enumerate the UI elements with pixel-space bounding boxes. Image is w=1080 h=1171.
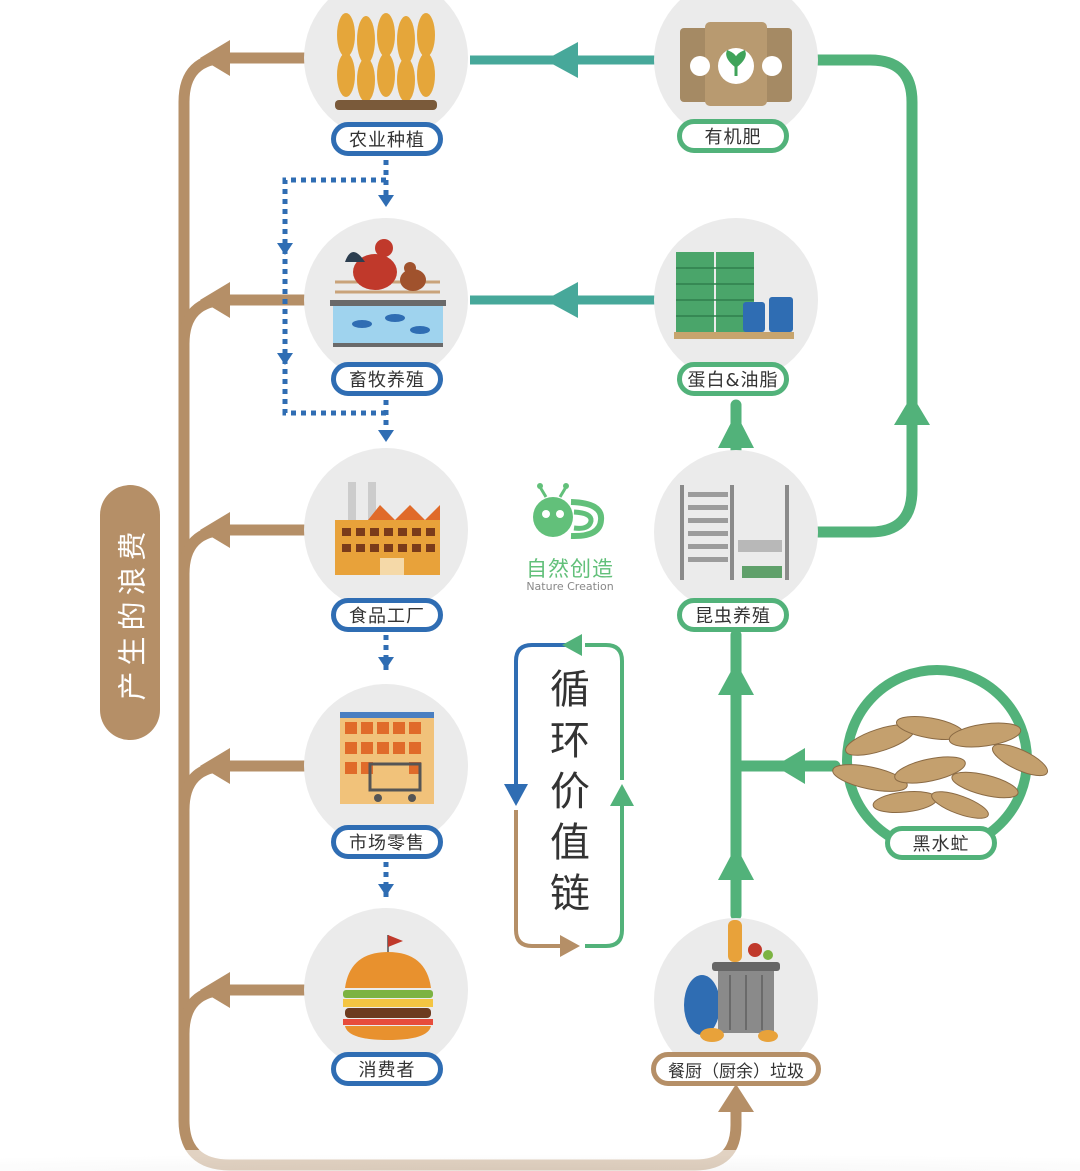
cycle-char: 环 <box>550 718 590 764</box>
burger-icon <box>343 935 433 1040</box>
label-food-factory: 食品工厂 <box>331 598 443 632</box>
insect-racks-icon <box>680 485 789 580</box>
label-insect-farming: 昆虫养殖 <box>677 598 789 632</box>
label-organic-fertilizer: 有机肥 <box>677 119 789 153</box>
label-protein-oil: 蛋白&油脂 <box>677 362 789 396</box>
label-kitchen-waste: 餐厨（厨余）垃圾 <box>651 1052 821 1086</box>
cycle-arrowheads <box>504 634 634 957</box>
label-retail: 市场零售 <box>331 825 443 859</box>
waste-arrowheads <box>200 40 754 1112</box>
waste-label-pill: 产生的浪费 <box>100 485 160 740</box>
cycle-char: 循 <box>550 667 590 713</box>
logo-subtitle: Nature Creation <box>526 580 614 593</box>
cycle-bracket <box>514 643 624 948</box>
product-flow-arrowheads <box>277 195 394 896</box>
nutrient-flow-lines <box>470 42 655 318</box>
label-agriculture: 农业种植 <box>331 122 443 156</box>
waste-label: 产生的浪费 <box>115 524 150 701</box>
trash-bin-icon <box>684 920 780 1042</box>
larvae-icon <box>832 716 1049 819</box>
logo-name: 自然创造 <box>526 557 614 581</box>
cycle-char: 链 <box>550 871 590 917</box>
label-livestock: 畜牧养殖 <box>331 362 443 396</box>
factory-icon <box>335 482 440 575</box>
label-consumer: 消费者 <box>331 1052 443 1086</box>
label-black-soldier-fly: 黑水虻 <box>885 826 997 860</box>
supermarket-icon <box>340 712 434 804</box>
pallets-canisters-icon <box>674 252 794 339</box>
wheat-icon <box>335 13 437 110</box>
cycle-char: 值 <box>550 820 590 866</box>
fertilizer-bags-icon <box>680 22 792 106</box>
poultry-fish-icon <box>330 239 446 347</box>
green-arrowheads <box>718 395 930 880</box>
cycle-label: 循 环 价 值 链 <box>540 665 600 920</box>
cycle-char: 价 <box>550 769 590 815</box>
nature-creation-logo <box>533 483 605 540</box>
